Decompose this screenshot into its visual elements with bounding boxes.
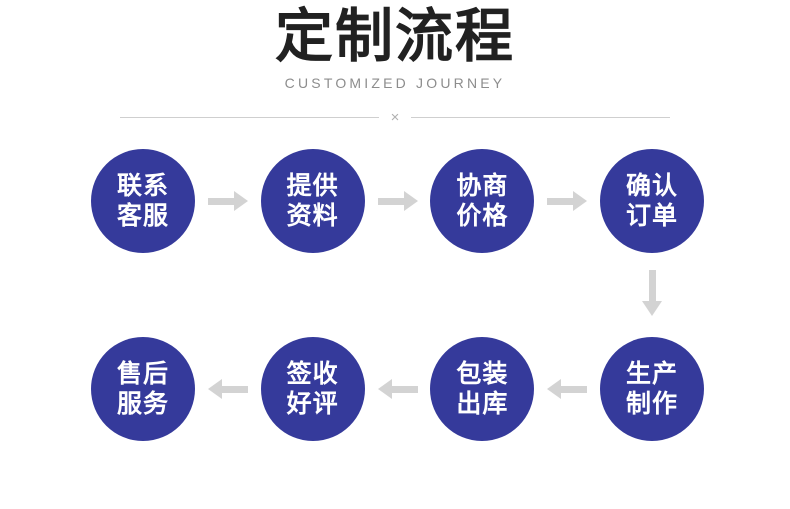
header: 定制流程 CUSTOMIZED JOURNEY bbox=[0, 0, 790, 92]
arrow-shaft bbox=[390, 386, 418, 393]
node-label-line2: 价格 bbox=[456, 201, 509, 230]
node-label-line2: 订单 bbox=[626, 201, 679, 230]
arrow-shaft bbox=[207, 198, 235, 205]
connector-1-to-2 bbox=[195, 149, 261, 253]
arrow-shaft bbox=[220, 386, 248, 393]
node-label-line2: 资料 bbox=[286, 201, 339, 230]
node-label-line2: 制作 bbox=[626, 389, 679, 418]
connector-row1-to-row2 bbox=[632, 262, 672, 324]
flow-row-2: 售后 服务 签收 好评 包装 出库 bbox=[0, 337, 790, 441]
node-label-line1: 联系 bbox=[116, 171, 169, 200]
arrow-head bbox=[207, 379, 222, 399]
flow-node-sign-and-review[interactable]: 签收 好评 bbox=[260, 337, 365, 441]
arrow-right-icon bbox=[377, 191, 418, 211]
divider-line-left bbox=[120, 116, 379, 118]
arrow-left-icon bbox=[207, 379, 248, 399]
node-label-line1: 协商 bbox=[456, 171, 509, 200]
arrow-shaft bbox=[377, 198, 405, 205]
connector-2-to-3 bbox=[365, 149, 431, 253]
node-label-line2: 服务 bbox=[116, 389, 169, 418]
page-title: 定制流程 bbox=[274, 2, 515, 70]
arrow-head bbox=[573, 191, 588, 211]
node-label-line1: 包装 bbox=[456, 359, 509, 388]
page-subtitle: CUSTOMIZED JOURNEY bbox=[284, 75, 506, 91]
arrow-shaft bbox=[649, 270, 656, 302]
flow-node-contact-service[interactable]: 联系 客服 bbox=[91, 149, 195, 253]
divider: × bbox=[120, 108, 671, 126]
node-label-line1: 确认 bbox=[626, 171, 679, 200]
flow-node-production[interactable]: 生产 制作 bbox=[600, 337, 705, 441]
connector-3-to-4 bbox=[534, 149, 600, 253]
node-label-line2: 出库 bbox=[456, 389, 509, 418]
connector-6-to-5 bbox=[195, 337, 261, 441]
arrow-head bbox=[403, 191, 418, 211]
divider-line-right bbox=[411, 116, 671, 118]
arrow-shaft bbox=[560, 386, 588, 393]
arrow-head bbox=[642, 301, 662, 316]
node-label-line2: 客服 bbox=[116, 201, 169, 230]
connector-8-to-7 bbox=[534, 337, 600, 441]
flow-node-confirm-order[interactable]: 确认 订单 bbox=[600, 149, 705, 253]
divider-x-icon: × bbox=[390, 108, 400, 126]
arrow-shaft bbox=[547, 198, 575, 205]
arrow-head bbox=[233, 191, 248, 211]
flow-node-packaging-shipping[interactable]: 包装 出库 bbox=[430, 337, 535, 441]
flow-node-provide-materials[interactable]: 提供 资料 bbox=[260, 149, 365, 253]
arrow-down-icon bbox=[642, 270, 662, 316]
node-label-line2: 好评 bbox=[286, 389, 339, 418]
flow-node-after-sales-service[interactable]: 售后 服务 bbox=[91, 337, 195, 441]
connector-7-to-6 bbox=[365, 337, 431, 441]
node-label-line1: 生产 bbox=[626, 359, 679, 388]
node-label-line1: 签收 bbox=[286, 359, 339, 388]
arrow-right-icon bbox=[207, 191, 248, 211]
node-label-line1: 提供 bbox=[286, 171, 339, 200]
flow-row-1: 联系 客服 提供 资料 协商 价格 bbox=[0, 149, 790, 253]
arrow-head bbox=[377, 379, 392, 399]
arrow-head bbox=[547, 379, 562, 399]
flow-node-negotiate-price[interactable]: 协商 价格 bbox=[430, 149, 535, 253]
node-label-line1: 售后 bbox=[116, 359, 169, 388]
arrow-left-icon bbox=[547, 379, 588, 399]
arrow-right-icon bbox=[547, 191, 588, 211]
arrow-left-icon bbox=[377, 379, 418, 399]
